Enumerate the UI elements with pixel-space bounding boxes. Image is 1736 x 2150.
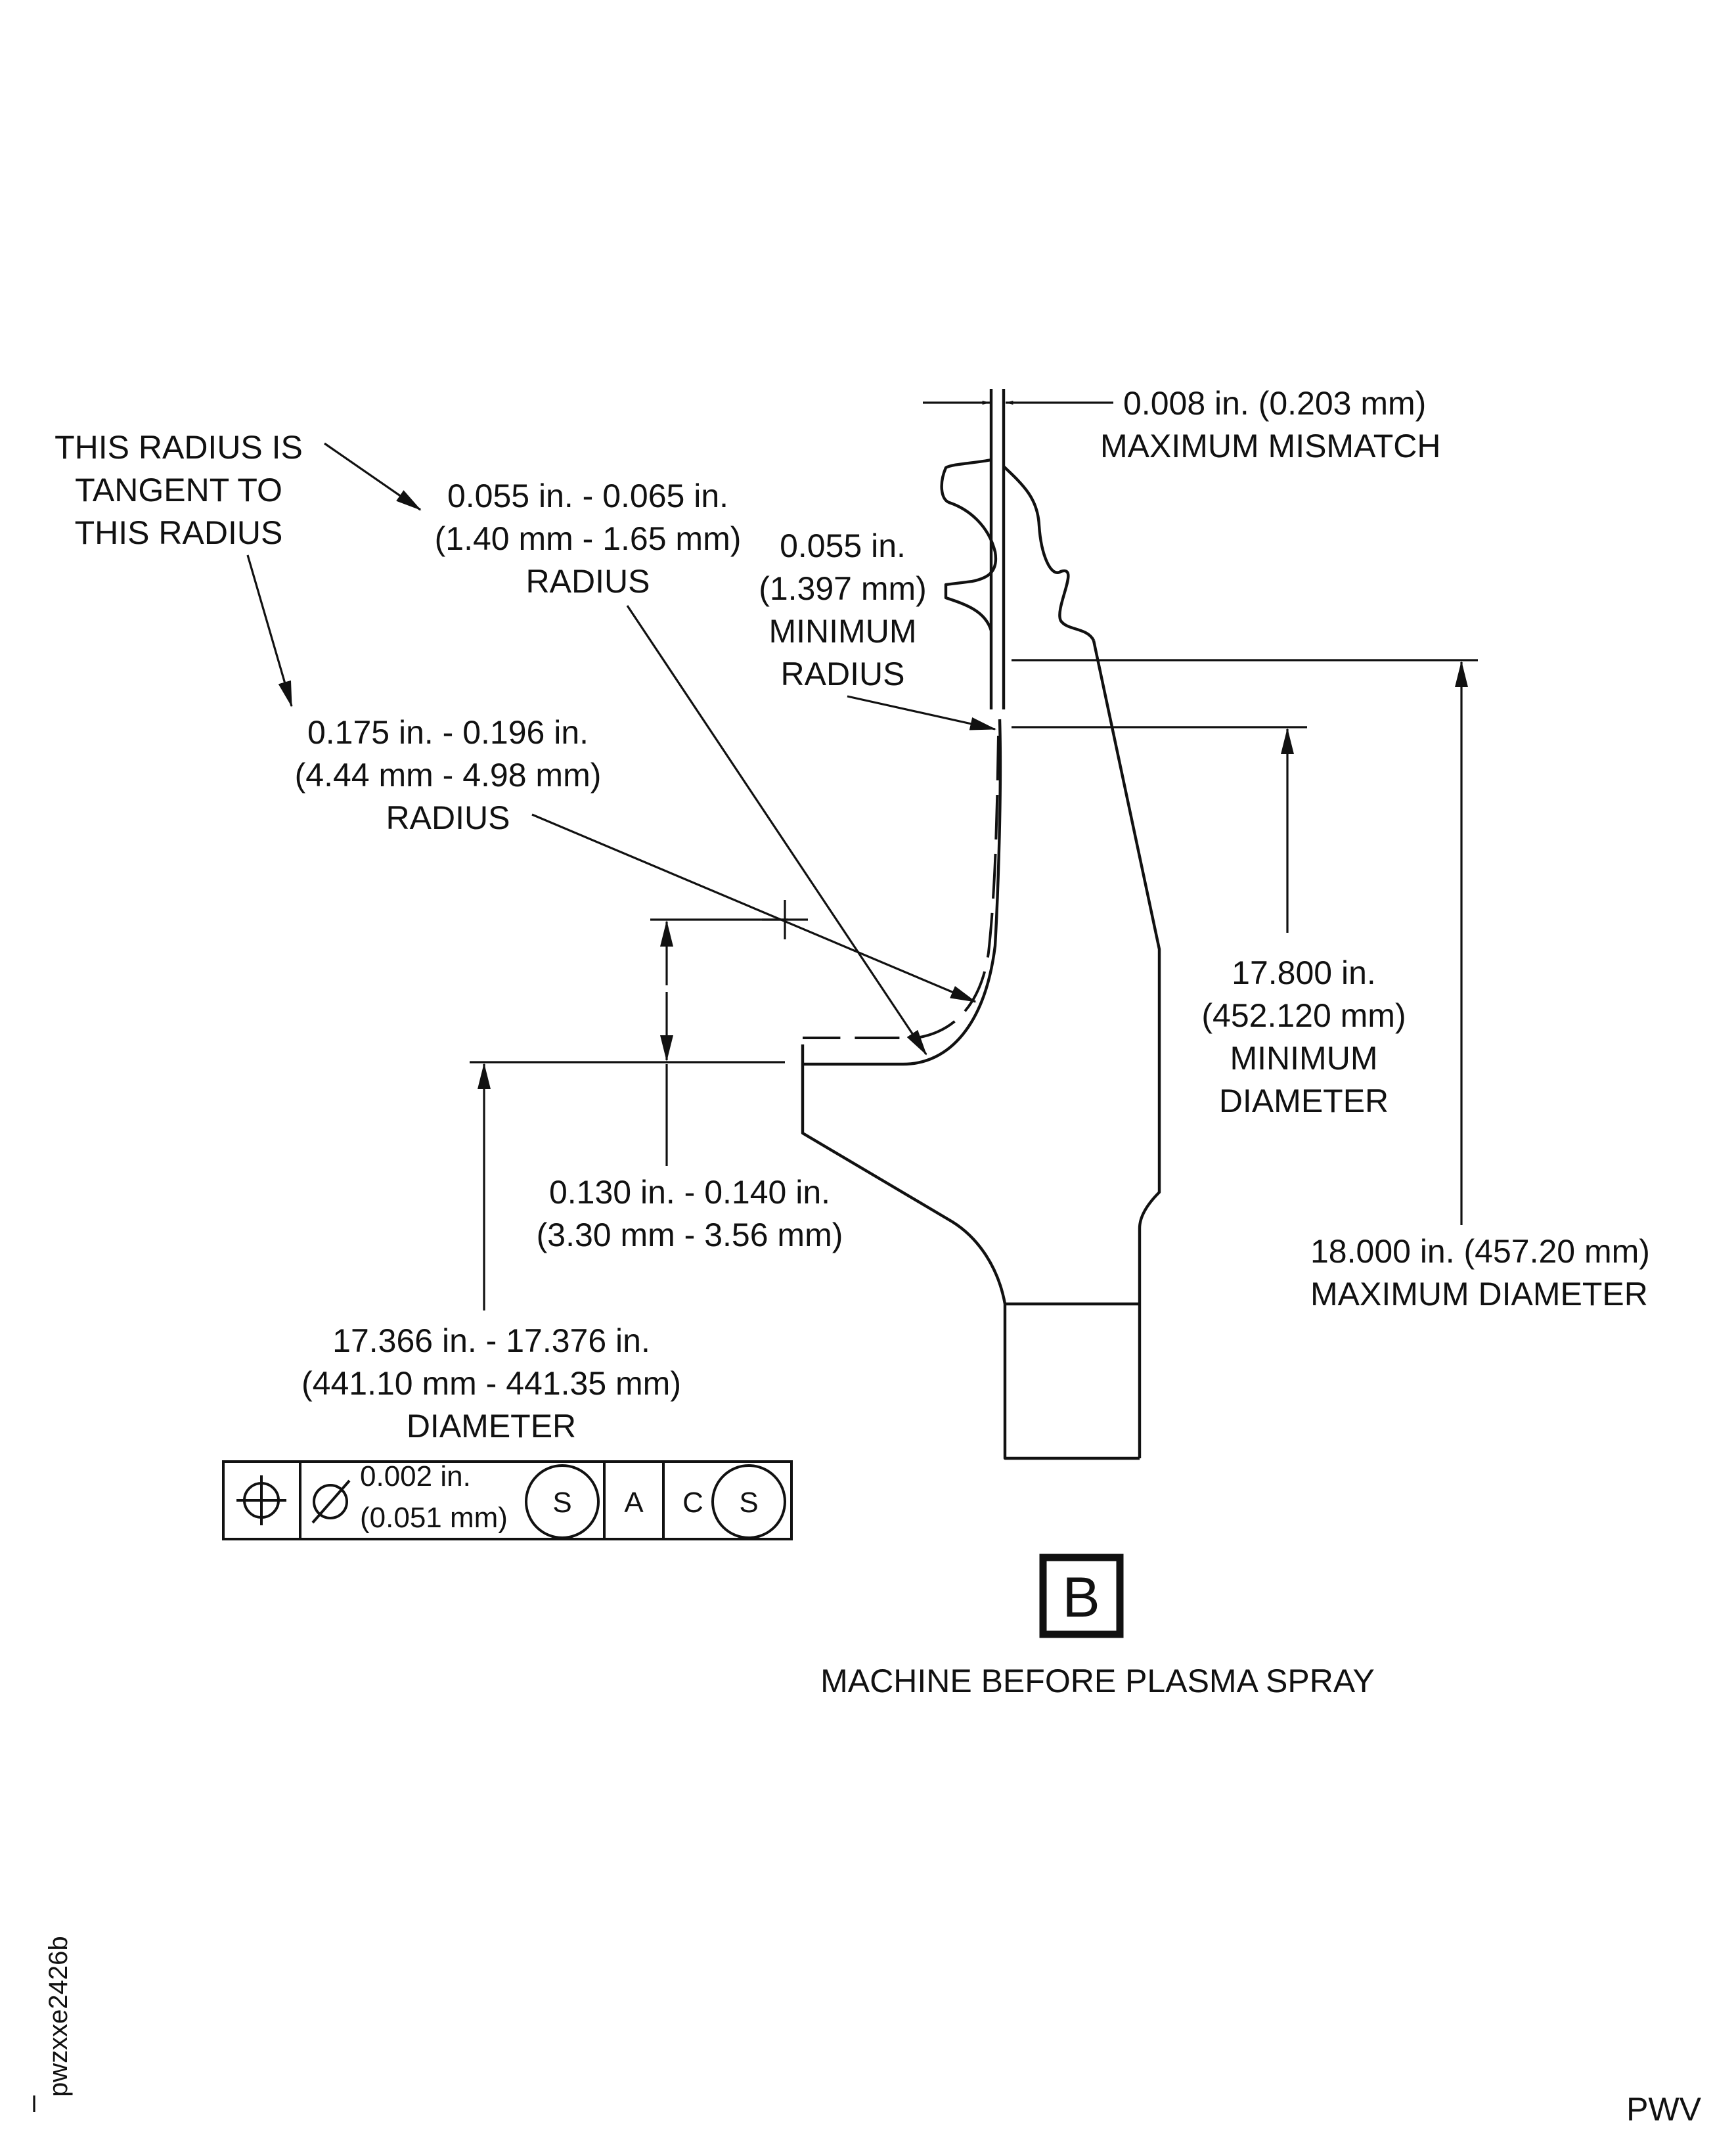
radius-175-196-line-3: RADIUS — [386, 799, 510, 836]
diameter-line-3: DIAMETER — [407, 1408, 576, 1445]
min-radius-line-3: MINIMUM — [769, 613, 917, 650]
max-diameter-label: 18.000 in. (457.20 mm) MAXIMUM DIAMETER — [1310, 1233, 1650, 1312]
radius-055-065-line-2: (1.40 mm - 1.65 mm) — [435, 520, 742, 557]
fcf-modifier-1: S — [552, 1487, 571, 1519]
fcf-tolerance-line-2: (0.051 mm) — [360, 1502, 508, 1534]
diameter-label: 17.366 in. - 17.376 in. (441.10 mm - 441… — [301, 1322, 681, 1445]
tangent-note-line-1: THIS RADIUS IS — [55, 429, 303, 466]
dimension-lines — [246, 401, 1478, 1310]
view-caption: MACHINE BEFORE PLASMA SPRAY — [820, 1663, 1375, 1699]
min-diameter-line-2: (452.120 mm) — [1201, 997, 1406, 1034]
part-profile — [801, 389, 1161, 1460]
view-letter: B — [1062, 1566, 1100, 1629]
min-radius-line-2: (1.397 mm) — [759, 570, 927, 607]
tangent-note-line-3: THIS RADIUS — [75, 514, 283, 551]
footer-code: PWV — [1626, 2091, 1702, 2128]
height-dim-line-2: (3.30 mm - 3.56 mm) — [537, 1217, 843, 1253]
min-diameter-line-3: MINIMUM — [1230, 1040, 1378, 1077]
fcf-datum-a: A — [624, 1487, 644, 1519]
height-dim-line-1: 0.130 in. - 0.140 in. — [549, 1174, 830, 1211]
figure-id: pwzxxe2426b — [44, 1936, 73, 2097]
radius-175-196-line-2: (4.44 mm - 4.98 mm) — [295, 757, 602, 794]
min-radius-line-4: RADIUS — [781, 656, 905, 692]
feature-control-frame: 0.002 in. (0.051 mm) S A C S — [222, 1460, 793, 1540]
fcf-datum-c: C — [682, 1487, 703, 1519]
diameter-icon — [311, 1479, 351, 1524]
view-letter-box: B — [1039, 1554, 1124, 1638]
diameter-line-1: 17.366 in. - 17.376 in. — [332, 1322, 650, 1359]
min-diameter-label: 17.800 in. (452.120 mm) MINIMUM DIAMETER — [1201, 954, 1406, 1119]
min-diameter-line-1: 17.800 in. — [1232, 954, 1376, 991]
tangent-note: THIS RADIUS IS TANGENT TO THIS RADIUS — [55, 429, 303, 551]
tangent-note-line-2: TANGENT TO — [75, 472, 282, 508]
mismatch-line-1: 0.008 in. (0.203 mm) — [1123, 385, 1426, 422]
radius-175-196-label: 0.175 in. - 0.196 in. (4.44 mm - 4.98 mm… — [295, 714, 602, 836]
figure-id-group: pwzxxe2426b — [44, 1936, 73, 2097]
mismatch-label: 0.008 in. (0.203 mm) MAXIMUM MISMATCH — [1100, 385, 1440, 464]
height-dim-label: 0.130 in. - 0.140 in. (3.30 mm - 3.56 mm… — [537, 1174, 843, 1253]
radius-055-065-line-1: 0.055 in. - 0.065 in. — [447, 478, 728, 514]
fcf-modifier-2: S — [739, 1487, 758, 1519]
diameter-line-2: (441.10 mm - 441.35 mm) — [301, 1365, 681, 1402]
min-radius-line-1: 0.055 in. — [780, 527, 906, 564]
min-diameter-line-4: DIAMETER — [1219, 1083, 1389, 1119]
radius-055-065-label: 0.055 in. - 0.065 in. (1.40 mm - 1.65 mm… — [435, 478, 742, 600]
max-diameter-line-1: 18.000 in. (457.20 mm) — [1310, 1233, 1650, 1270]
fcf-tolerance-line-1: 0.002 in. — [360, 1460, 471, 1492]
radius-175-196-line-1: 0.175 in. - 0.196 in. — [307, 714, 589, 751]
radius-055-065-line-3: RADIUS — [526, 563, 650, 600]
mismatch-line-2: MAXIMUM MISMATCH — [1100, 428, 1440, 464]
min-radius-label: 0.055 in. (1.397 mm) MINIMUM RADIUS — [759, 527, 927, 692]
position-icon — [236, 1475, 286, 1525]
max-diameter-line-2: MAXIMUM DIAMETER — [1310, 1276, 1648, 1312]
